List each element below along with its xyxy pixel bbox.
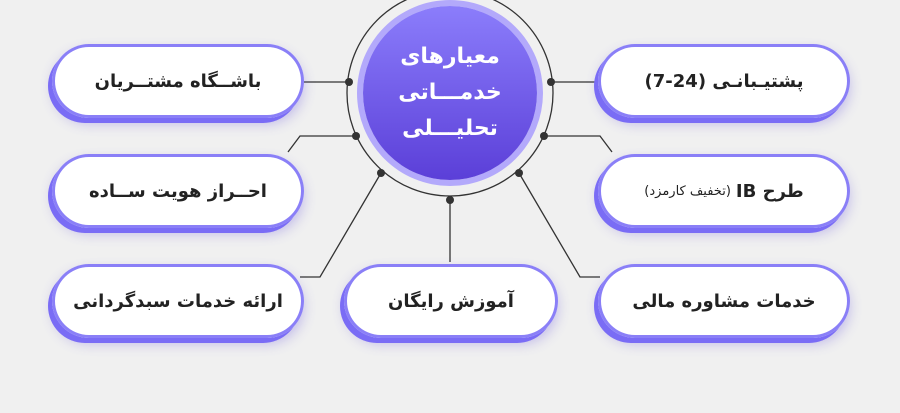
title-line: تحلیـــلی (402, 116, 498, 141)
item-free-training: آموزش رایگان (344, 264, 558, 338)
item-label: باشــگاه مشتــریان (94, 70, 262, 92)
title-line: معیارهای (400, 44, 500, 69)
item-ib-plan: طرح IB(تخفیف کارمزد) (598, 154, 850, 228)
item-label: پشتیـبانـی (24-7) (644, 70, 804, 92)
title-line: خدمـــاتی (398, 80, 502, 105)
item-customer-club: باشــگاه مشتــریان (52, 44, 304, 118)
item-label: خدمات مشاوره مالی (632, 290, 816, 312)
center-title: معیارهای خدمـــاتی تحلیـــلی (363, 6, 537, 180)
item-label: آموزش رایگان (388, 290, 514, 312)
item-identity-verification: احــراز هویت ســاده (52, 154, 304, 228)
item-label: احــراز هویت ســاده (89, 180, 267, 202)
item-portfolio-management: ارائه خدمات سبدگردانی (52, 264, 304, 338)
item-label: ارائه خدمات سبدگردانی (73, 290, 283, 312)
item-note: (تخفیف کارمزد) (644, 183, 731, 199)
item-label: طرح IB (735, 180, 804, 202)
item-support: پشتیـبانـی (24-7) (598, 44, 850, 118)
item-financial-advice: خدمات مشاوره مالی (598, 264, 850, 338)
